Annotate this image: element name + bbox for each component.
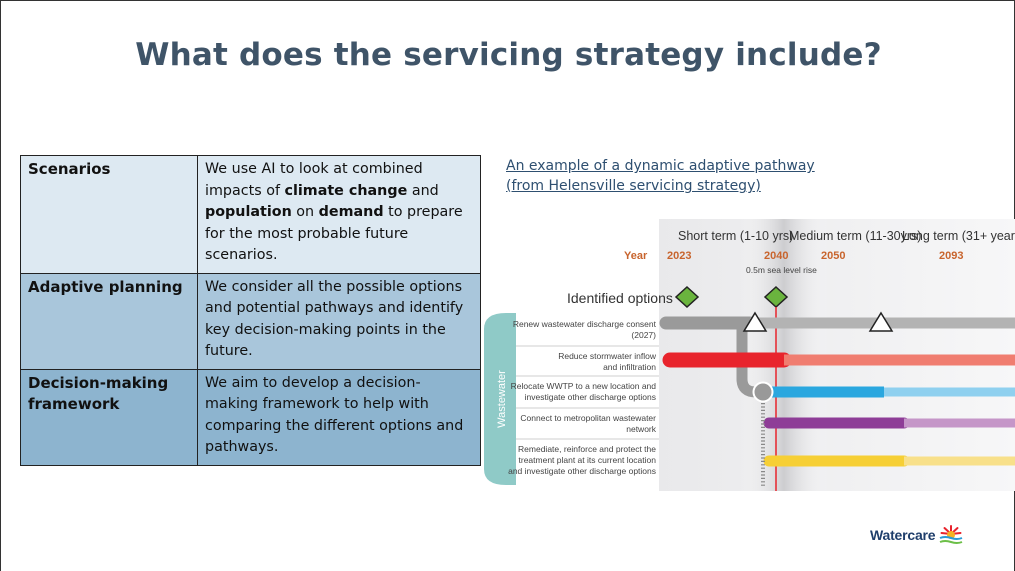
year-row-label: Year [624, 250, 648, 262]
option-3-line-1: Relocate WWTP to a new location and [511, 381, 657, 391]
trigger-triangle-icon [868, 311, 894, 332]
option-labels: Renew wastewater discharge consent (2027… [508, 319, 659, 476]
text-segment: on [291, 204, 319, 220]
example-link-line-2[interactable]: (from Helensville servicing strategy) [506, 178, 761, 194]
text-segment: to prepare for the most probable future … [205, 204, 463, 263]
table-row-scenarios: Scenarios We use AI to look at combined … [20, 155, 481, 274]
logo-text: Watercare [870, 527, 936, 543]
row-heading-adaptive-planning: Adaptive planning [20, 272, 198, 370]
option-1-line-1: Renew wastewater discharge consent [513, 319, 657, 329]
option-1-line-2: (2027) [631, 330, 656, 340]
option-5-line-3: and investigate other discharge options [508, 466, 656, 476]
option-2-line-1: Reduce stormwater inflow [558, 351, 657, 361]
watercare-sun-icon [940, 525, 963, 544]
year-2040: 2040 [764, 250, 788, 262]
category-bracket [484, 313, 508, 485]
text-segment: and [407, 182, 439, 199]
option-4-line-1: Connect to metropolitan wastewater [520, 413, 656, 423]
option-4-line-2: network [626, 424, 657, 434]
option-3-line-2: investigate other discharge options [525, 392, 656, 402]
sea-level-note: 0.5m sea level rise [746, 265, 817, 275]
row-description-scenarios: We use AI to look at combined impacts of… [197, 155, 481, 274]
table-row-adaptive-planning: Adaptive planning We consider all the po… [20, 272, 481, 370]
option-5-line-1: Remediate, reinforce and protect the [518, 444, 656, 454]
decision-node-circle-icon [752, 381, 774, 403]
year-2093: 2093 [939, 250, 963, 262]
text-segment-bold: climate change [284, 182, 408, 199]
row-description-decision-framework: We aim to develop a decision-making fram… [197, 368, 481, 466]
option-5-line-2: treatment plant at its current location [519, 455, 657, 465]
option-2-line-2: and infiltration [603, 362, 656, 372]
watercare-logo: Watercare [870, 525, 963, 545]
category-bracket-edge [508, 313, 516, 485]
example-link-line-1[interactable]: An example of a dynamic adaptive pathway [506, 158, 815, 174]
strategy-table: Scenarios We use AI to look at combined … [20, 155, 481, 466]
adaptive-pathway-diagram: Short term (1-10 yrs) Medium term (11-30… [484, 219, 1015, 491]
row-heading-decision-framework: Decision-making framework [20, 368, 198, 466]
term-label-long: Long term (31+ years) [902, 229, 1015, 243]
options-heading: Identified options [567, 290, 673, 306]
row-heading-scenarios: Scenarios [20, 155, 198, 274]
row-description-adaptive-planning: We consider all the possible options and… [197, 272, 481, 370]
trigger-triangle-icon [742, 311, 768, 332]
table-row-decision-framework: Decision-making framework We aim to deve… [20, 368, 481, 466]
text-segment: We use AI to look at combined impacts of [205, 161, 423, 199]
text-segment-bold: population [205, 204, 292, 220]
text-segment-bold: demand [318, 204, 384, 220]
year-2023: 2023 [667, 250, 691, 262]
year-2050: 2050 [821, 250, 845, 262]
term-label-short: Short term (1-10 yrs) [678, 229, 793, 243]
slide-title: What does the servicing strategy include… [135, 37, 882, 73]
decision-point-diamond-icon [674, 285, 700, 309]
category-label: Wastewater [496, 370, 508, 428]
term-label-medium: Medium term (11-30yrs) [789, 229, 921, 243]
example-link[interactable]: An example of a dynamic adaptive pathway… [506, 156, 815, 196]
